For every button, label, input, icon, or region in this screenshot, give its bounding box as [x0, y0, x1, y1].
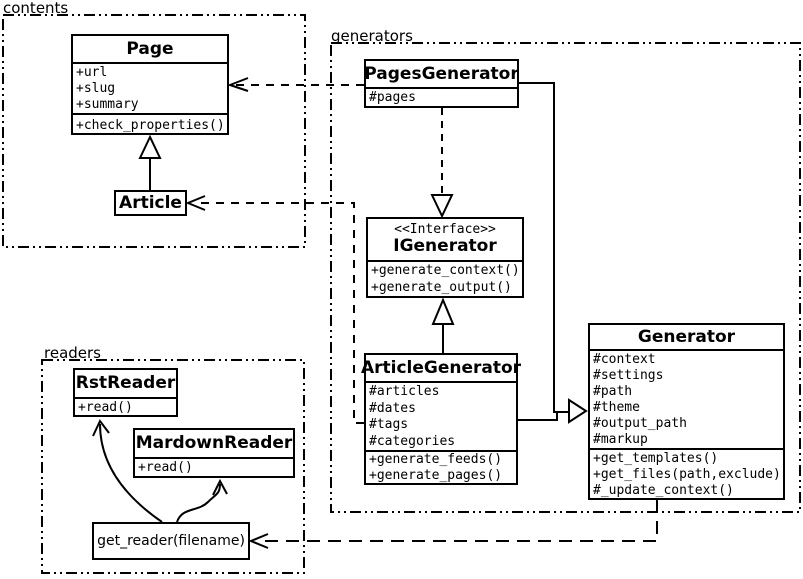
class-article-title: Article	[119, 192, 182, 213]
class-pagesgenerator-title: PagesGenerator	[364, 63, 519, 84]
uml-attribute: #dates	[369, 400, 416, 416]
class-pagesgenerator: PagesGenerator #pages	[364, 59, 519, 108]
uml-attribute: #theme	[593, 400, 640, 416]
generalization-articlegenerator-to-generator-line	[518, 412, 558, 421]
package-contents-border	[2, 14, 306, 248]
uses-getreader-to-rstreader-curve	[99, 423, 163, 523]
uml-method: +generate_pages()	[369, 467, 503, 483]
uml-method: +check_properties()	[76, 117, 225, 133]
class-rstreader-title: RstReader	[75, 373, 176, 393]
class-mardownreader: MardownReader +read()	[133, 428, 295, 478]
class-page-title: Page	[126, 38, 174, 59]
uml-method: +generate_feeds()	[369, 452, 503, 468]
dependency-pagesgenerator-to-page-arrow	[227, 77, 249, 92]
uml-method: +get_templates()	[593, 450, 719, 466]
package-readers-label: readers	[44, 344, 101, 362]
uml-method: +generate_output()	[371, 280, 512, 295]
get-reader-box: get_reader(filename)	[92, 522, 250, 560]
generalization-to-generator-triangle	[568, 398, 588, 424]
class-articlegenerator-title: ArticleGenerator	[360, 357, 522, 378]
uml-method: +get_files(path,exclude)	[593, 466, 781, 482]
uses-getreader-to-mardownreader-arrow	[212, 478, 228, 496]
uml-attribute: #context	[593, 351, 656, 367]
uml-attribute: +slug	[76, 80, 116, 96]
package-readers-border	[41, 359, 305, 574]
package-contents-label: contents	[3, 0, 69, 17]
class-generator-title: Generator	[637, 326, 736, 347]
class-igenerator-title: IGenerator	[393, 236, 497, 256]
class-page: Page +url +slug +summary +check_properti…	[71, 34, 229, 135]
uml-attribute: #articles	[369, 383, 440, 399]
dependency-generator-to-getreader-arrow	[248, 533, 269, 549]
uml-attribute: +url	[76, 64, 108, 80]
class-igenerator: <<Interface>> IGenerator +generate_conte…	[366, 217, 524, 298]
dependency-generator-to-getreader-line	[258, 500, 658, 542]
uml-attribute: #pages	[369, 90, 416, 105]
uml-method: +generate_context()	[371, 263, 520, 278]
uml-attribute: +summary	[76, 97, 139, 113]
class-articlegenerator: ArticleGenerator #articles #dates #tags …	[360, 353, 522, 485]
package-generators-label: generators	[331, 27, 413, 45]
uses-getreader-to-rstreader-arrow	[92, 419, 110, 437]
uml-method: +read()	[138, 460, 193, 475]
class-rstreader: RstReader +read()	[73, 368, 178, 417]
realization-pagesgenerator-to-igenerator-triangle	[430, 194, 454, 219]
uml-method: +read()	[78, 399, 133, 415]
uml-attribute: #markup	[593, 432, 648, 448]
generalization-pagesgenerator-to-generator-line	[519, 82, 568, 413]
package-generators-border	[330, 42, 801, 513]
dependency-articlegenerator-to-article-arrow	[185, 195, 206, 211]
uml-attribute: #settings	[593, 367, 664, 383]
class-generator: Generator #context #settings #path #them…	[588, 323, 785, 500]
uml-attribute: #path	[593, 383, 633, 399]
generalization-articlegenerator-to-igenerator-triangle	[431, 297, 455, 325]
uml-method: #_update_context()	[593, 482, 734, 498]
get-reader-label: get_reader(filename)	[97, 533, 245, 549]
class-article: Article	[114, 190, 187, 216]
uml-attribute: #tags	[369, 417, 409, 433]
class-igenerator-stereotype: <<Interface>>	[394, 222, 496, 237]
uses-getreader-to-mardownreader-curve	[176, 483, 221, 523]
dependency-articlegenerator-to-article-line	[194, 202, 364, 424]
uml-attribute: #categories	[369, 434, 456, 450]
uml-attribute: #output_path	[593, 416, 687, 432]
class-mardownreader-title: MardownReader	[135, 433, 293, 453]
generalization-article-to-page-triangle	[138, 134, 162, 159]
